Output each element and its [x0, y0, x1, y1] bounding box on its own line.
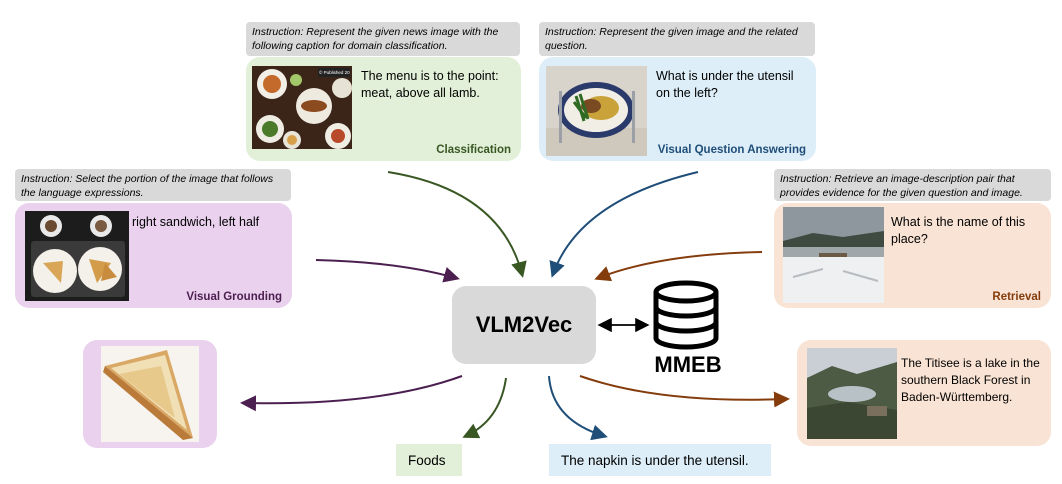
- snowy-lake-image: [783, 207, 884, 303]
- retrieval-text: What is the name of this place?: [891, 215, 1026, 246]
- foods-output: Foods: [396, 444, 462, 476]
- retrieval-instruction: Instruction: Retrieve an image-descripti…: [774, 169, 1051, 201]
- vqa-label: Visual Question Answering: [657, 144, 806, 156]
- published-badge: © Published 2018: [319, 70, 350, 75]
- grounding-instruction: Instruction: Select the portion of the i…: [15, 169, 291, 201]
- classification-arrow: [387, 171, 527, 278]
- retrieval-output-arrow: [579, 375, 790, 408]
- retrieval-output-card: The Titisee is a lake in the southern Bl…: [797, 340, 1051, 446]
- food-table-image: © Published 2018: [252, 66, 352, 149]
- titisee-lake-image: [807, 348, 897, 439]
- grounding-output-card: [83, 340, 217, 448]
- vqa-text: What is under the utensil on the left?: [656, 69, 794, 100]
- grounding-label: Visual Grounding: [186, 291, 282, 303]
- sandwich-tray-image: [25, 211, 129, 301]
- plate-image: [546, 66, 647, 156]
- classification-label: Classification: [436, 144, 511, 156]
- database-icon: [652, 280, 720, 350]
- grounding-card: right sandwich, left half Visual Groundi…: [15, 203, 292, 308]
- mmeb-label: MMEB: [654, 352, 722, 377]
- sandwich-half-image: [101, 346, 199, 442]
- vqa-card: What is under the utensil on the left? V…: [539, 57, 816, 161]
- vqa-instruction: Instruction: Represent the given image a…: [539, 22, 815, 56]
- classification-card: © Published 2018 The menu is to the poin…: [246, 57, 521, 161]
- napkin-output: The napkin is under the utensil.: [549, 444, 771, 476]
- retrieval-label: Retrieval: [992, 291, 1041, 303]
- grounding-text: right sandwich, left half: [132, 215, 260, 229]
- retrieval-card: What is the name of this place? Retrieva…: [774, 203, 1051, 308]
- classification-text: The menu is to the point: meat, above al…: [361, 69, 499, 100]
- vlm2vec-model-box: VLM2Vec: [452, 286, 596, 364]
- grounding-output-arrow: [240, 375, 463, 412]
- titisee-text: The Titisee is a lake in the southern Bl…: [901, 356, 1040, 404]
- classification-instruction: Instruction: Represent the given news im…: [246, 22, 520, 56]
- grounding-arrow: [315, 259, 460, 283]
- napkin-output-arrow: [548, 375, 608, 441]
- foods-output-arrow: [462, 377, 507, 439]
- vqa-arrow: [549, 171, 699, 278]
- retrieval-arrow: [594, 251, 763, 282]
